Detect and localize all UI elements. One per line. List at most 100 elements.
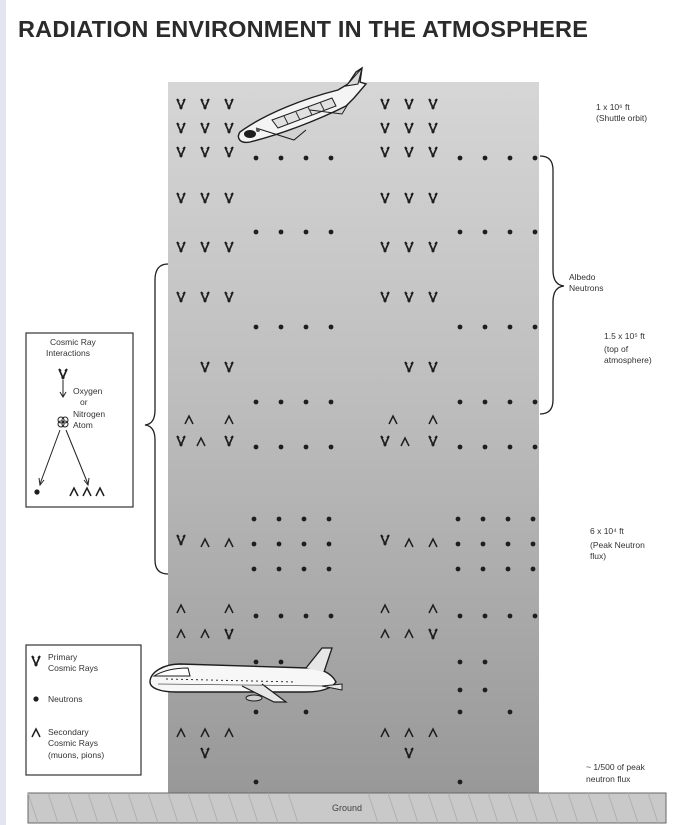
- neutron-dot: [458, 688, 463, 693]
- neutron-dot: [458, 660, 463, 665]
- neutron-dot: [483, 325, 488, 330]
- neutron-dot: [329, 325, 334, 330]
- neutron-dot: [456, 567, 461, 572]
- neutron-dot: [531, 542, 536, 547]
- label-oxygen: Oxygen: [73, 386, 102, 396]
- interaction-brace: [145, 264, 168, 574]
- label-or: or: [80, 397, 88, 407]
- label-shuttle-orbit: (Shuttle orbit): [596, 113, 647, 124]
- neutron-dot: [458, 400, 463, 405]
- neutron-dot: [533, 400, 538, 405]
- neutron-dot: [304, 156, 309, 161]
- neutron-dot: [483, 614, 488, 619]
- neutron-dot: [304, 325, 309, 330]
- neutron-dot: [254, 400, 259, 405]
- neutron-dot: [508, 156, 513, 161]
- ground-text: Ground: [332, 803, 362, 813]
- neutron-dot: [279, 660, 284, 665]
- neutron-dot: [458, 710, 463, 715]
- neutron-dot: [481, 567, 486, 572]
- neutron-dot: [329, 230, 334, 235]
- neutron-dot: [458, 325, 463, 330]
- label-atmosphere: atmosphere): [604, 355, 652, 366]
- neutron-dot: [277, 567, 282, 572]
- neutron-dot: [458, 780, 463, 785]
- neutron-dot: [531, 517, 536, 522]
- label-albedo: Albedo: [569, 272, 595, 283]
- neutron-dot: [483, 400, 488, 405]
- neutron-dot: [458, 230, 463, 235]
- legend-primary-2: Cosmic Rays: [48, 663, 98, 673]
- neutron-dot: [508, 325, 513, 330]
- neutron-dot: [531, 567, 536, 572]
- neutron-dot: [458, 445, 463, 450]
- label-ground-flux: neutron flux: [586, 774, 630, 785]
- neutron-dot: [277, 517, 282, 522]
- neutron-dot: [483, 230, 488, 235]
- label-atom: Atom: [73, 420, 93, 430]
- neutron-dot: [483, 660, 488, 665]
- neutron-dot: [304, 445, 309, 450]
- neutron-dot: [254, 445, 259, 450]
- ground-label: Ground: [28, 792, 666, 824]
- neutron-dot: [329, 614, 334, 619]
- neutron-dot: [483, 688, 488, 693]
- neutron-dot: [279, 445, 284, 450]
- neutron-dot: [304, 710, 309, 715]
- legend-secondary-1: Secondary: [48, 727, 89, 737]
- neutron-dot: [279, 325, 284, 330]
- neutron-dot: [304, 400, 309, 405]
- albedo-brace: [540, 156, 564, 414]
- label-ground-fraction: ~ 1/500 of peak: [586, 762, 645, 773]
- label-top-of: (top of: [604, 344, 628, 355]
- neutron-dot: [533, 614, 538, 619]
- neutron-dot: [254, 325, 259, 330]
- neutron-dot: [508, 400, 513, 405]
- neutron-dot: [458, 156, 463, 161]
- legend-secondary-3: (muons, pions): [48, 750, 104, 760]
- neutron-dot: [279, 230, 284, 235]
- neutron-dot: [254, 780, 259, 785]
- neutron-dot: [327, 542, 332, 547]
- neutron-dot: [506, 567, 511, 572]
- neutron-dot: [252, 517, 257, 522]
- neutron-dot: [327, 517, 332, 522]
- neutron-dot: [533, 230, 538, 235]
- label-peak-neutron: (Peak Neutron: [590, 540, 645, 551]
- interaction-title-1: Cosmic Ray: [50, 337, 96, 347]
- neutron-dot: [508, 710, 513, 715]
- neutron-dot: [254, 710, 259, 715]
- neutron-dot: [481, 542, 486, 547]
- neutron-dot: [254, 230, 259, 235]
- neutron-dot: [481, 517, 486, 522]
- neutron-dot: [279, 400, 284, 405]
- neutron-dot: [456, 517, 461, 522]
- neutron-dot: [302, 517, 307, 522]
- neutron-dot: [254, 156, 259, 161]
- neutron-dot: [277, 542, 282, 547]
- neutron-dot: [456, 542, 461, 547]
- neutron-dot: [329, 445, 334, 450]
- neutron-dot: [533, 156, 538, 161]
- neutron-dot: [327, 567, 332, 572]
- legend-primary-1: Primary: [48, 652, 77, 662]
- neutron-dot: [508, 230, 513, 235]
- neutron-dot: [254, 614, 259, 619]
- neutron-dot: [533, 325, 538, 330]
- neutron-dot: [254, 660, 259, 665]
- label-top-atmosphere-altitude: 1.5 x 10⁵ ft: [604, 331, 645, 342]
- interaction-title-2: Interactions: [46, 348, 90, 358]
- neutron-dot: [304, 614, 309, 619]
- neutron-dot: [483, 445, 488, 450]
- neutron-dot: [508, 614, 513, 619]
- neutron-dot: [458, 614, 463, 619]
- neutron-dot: [252, 542, 257, 547]
- legend-secondary-2: Cosmic Rays: [48, 738, 98, 748]
- neutron-dot: [279, 614, 284, 619]
- label-shuttle-altitude: 1 x 10⁶ ft: [596, 102, 630, 113]
- neutron-dot: [302, 542, 307, 547]
- label-flux: flux): [590, 551, 606, 562]
- neutron-dot: [329, 400, 334, 405]
- legend-neutrons: Neutrons: [48, 694, 83, 704]
- neutron-dot: [329, 156, 334, 161]
